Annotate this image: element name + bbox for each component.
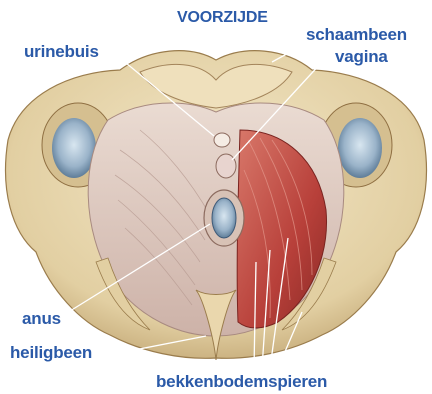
label-urinebuis: urinebuis (24, 43, 99, 60)
label-anus: anus (22, 310, 61, 327)
label-heiligbeen: heiligbeen (10, 344, 92, 361)
anus-opening (212, 198, 236, 238)
label-voorzijde: VOORZIJDE (177, 10, 268, 26)
label-vagina: vagina (335, 48, 388, 65)
label-bekkenbodemspieren: bekkenbodemspieren (156, 373, 327, 390)
urethra-opening (214, 133, 230, 147)
right-hip-cavity (338, 118, 382, 178)
vagina-opening (216, 154, 236, 178)
label-schaambeen: schaambeen (306, 26, 407, 43)
